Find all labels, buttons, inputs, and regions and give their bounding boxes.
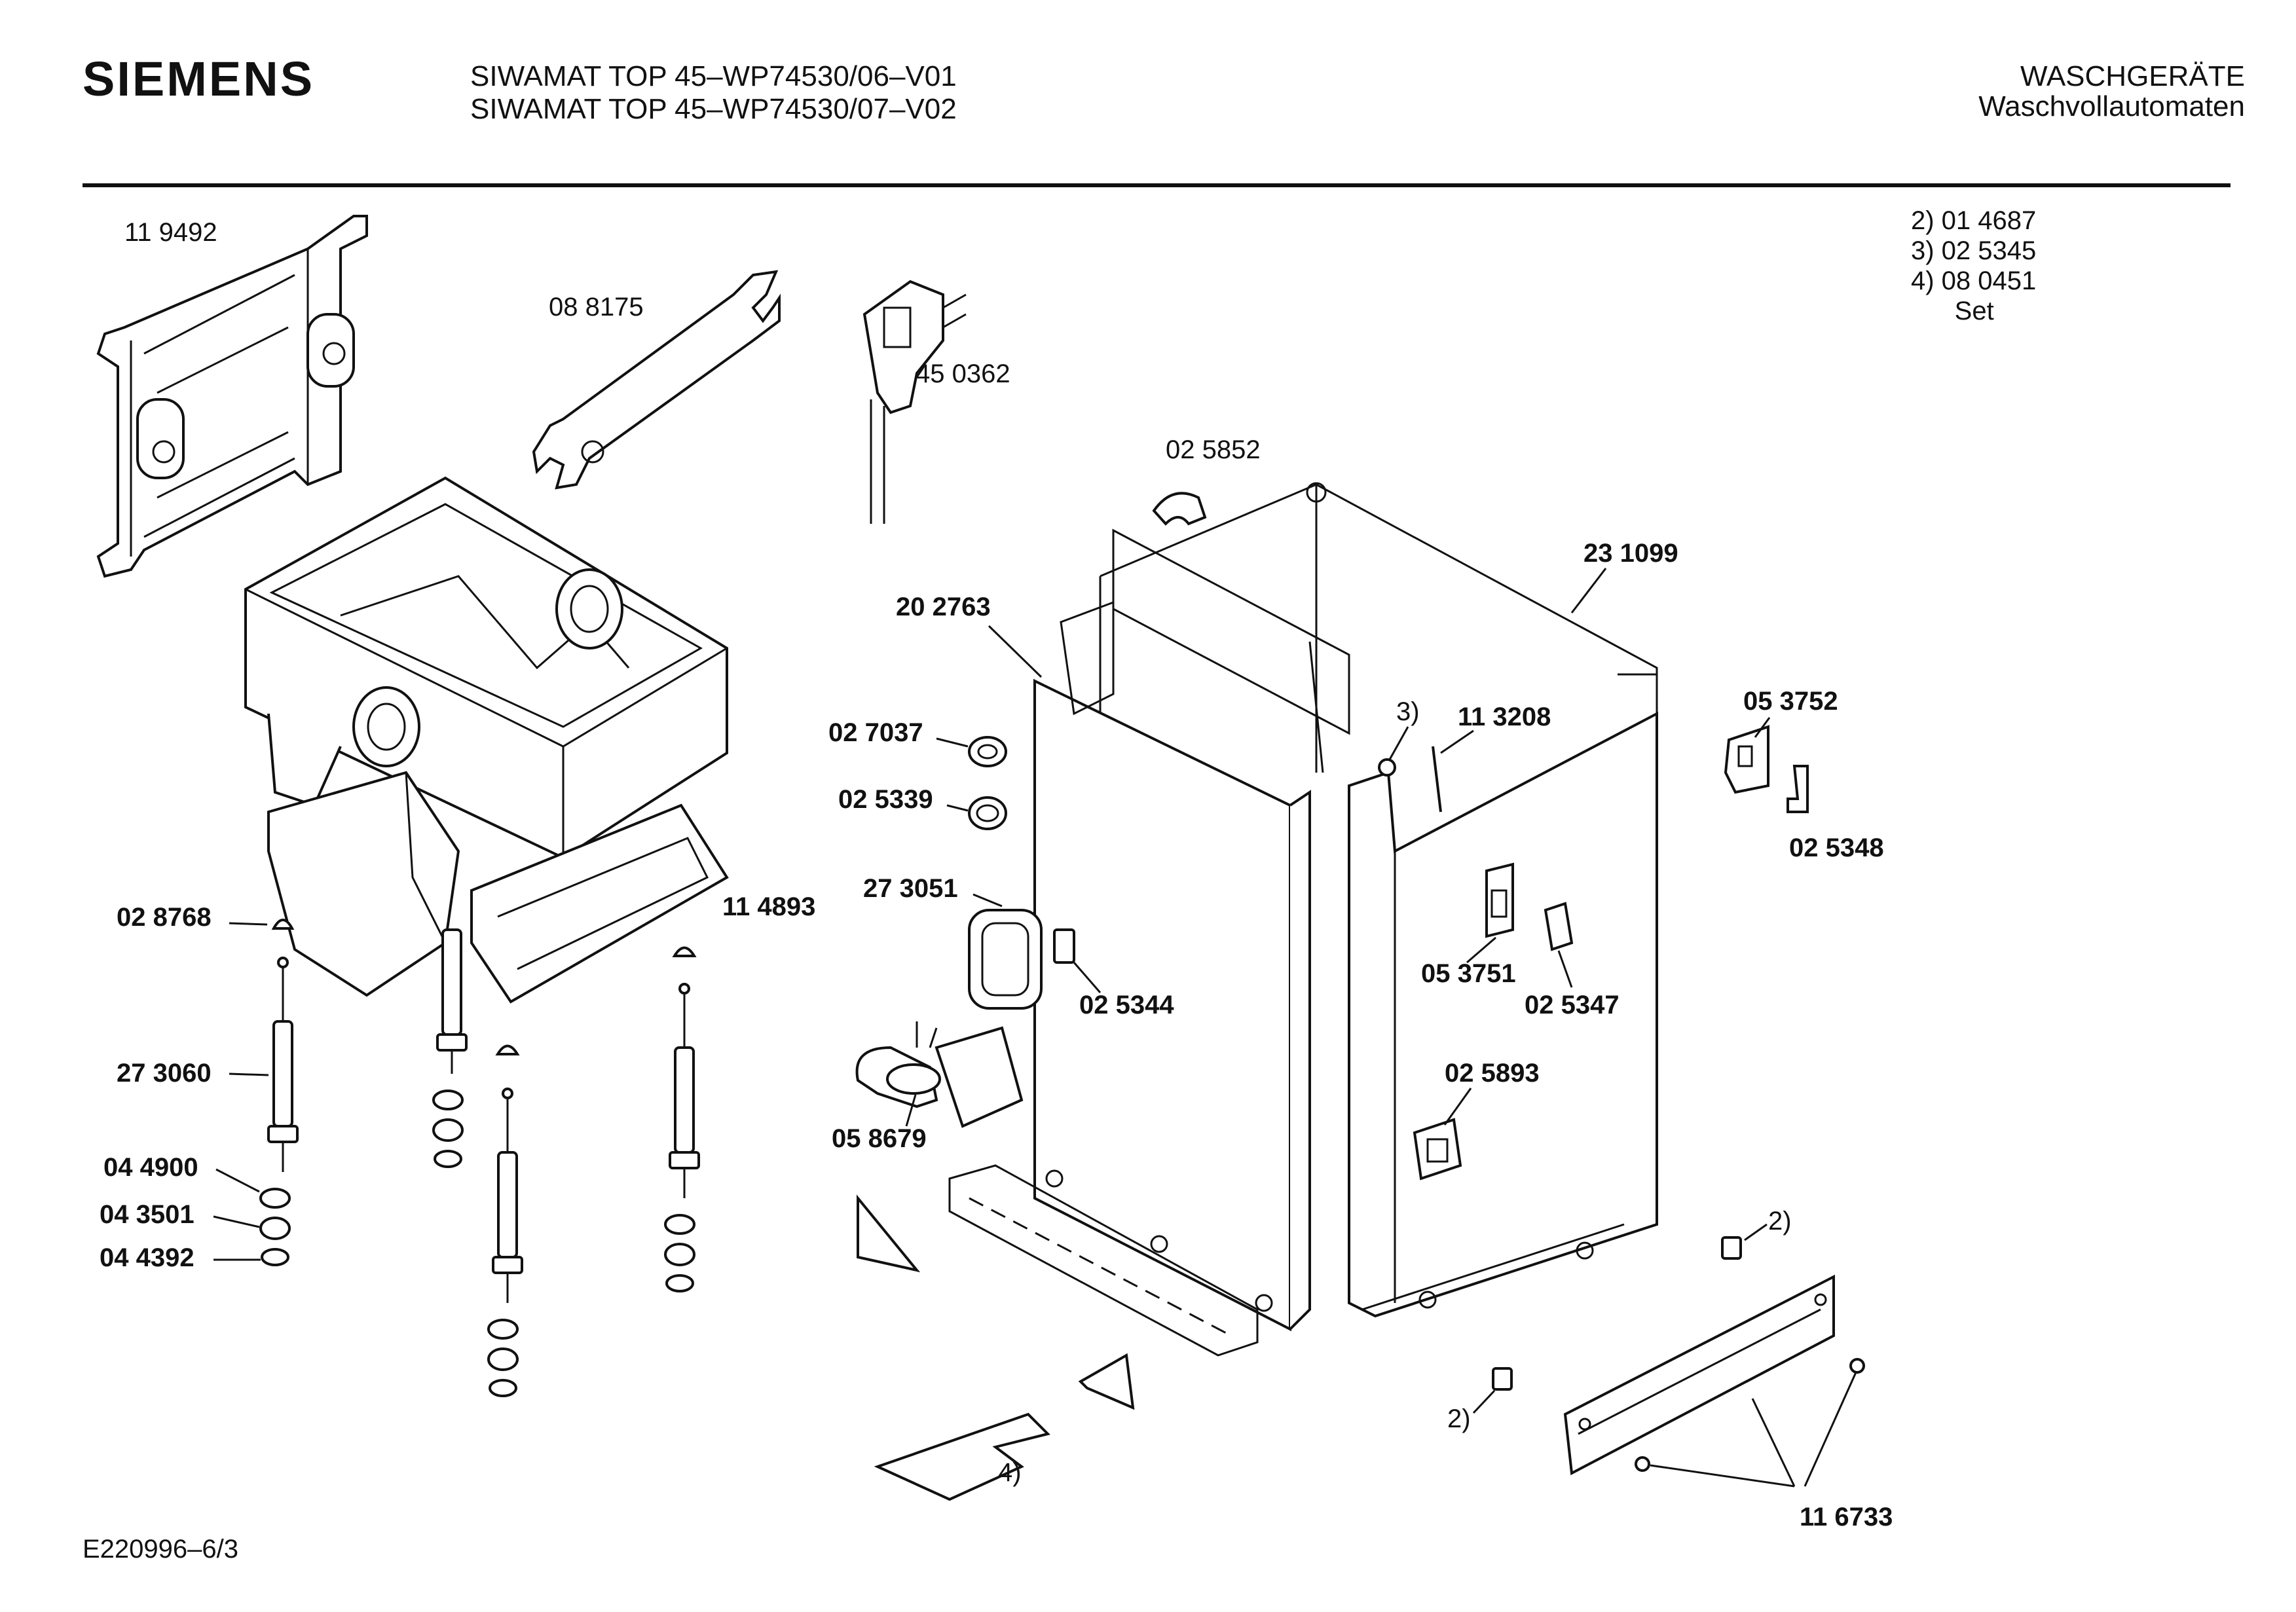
part-label: 02 5347 [1525,991,1620,1019]
wrench-part[interactable] [532,270,781,490]
part-label: 05 3751 [1421,959,1516,988]
part-label: 11 4893 [722,892,815,921]
part-label: 02 5852 [1166,435,1261,464]
part-label: 27 3051 [863,874,958,903]
part-label: 4) [998,1458,1022,1487]
part-label: 02 8768 [117,903,212,932]
part-label: 27 3060 [117,1059,212,1088]
handle-part[interactable] [968,909,1043,1010]
part-label: 08 8175 [549,293,644,321]
shock-absorber-part[interactable] [267,957,299,1172]
corner-bracket-part[interactable] [857,1194,921,1273]
document-code: E220996–6/3 [83,1535,239,1564]
part-label: 11 3208 [1458,703,1551,731]
power-plug-part[interactable] [862,280,967,524]
model-line-2: SIWAMAT TOP 45–WP74530/07–V02 [470,93,957,125]
clip-part[interactable] [1152,492,1207,526]
lock-part[interactable] [1413,1118,1462,1181]
screw-part[interactable] [1378,746,1442,813]
part-label: 11 6733 [1800,1503,1893,1531]
hinge-part[interactable] [1787,765,1809,813]
front-panel-part[interactable] [1033,600,1311,1332]
part-label: 02 5348 [1789,833,1884,862]
shock-absorber-part[interactable] [669,983,700,1198]
part-label: 02 5893 [1445,1059,1540,1088]
page-header: SIEMENS SIWAMAT TOP 45–WP74530/06–V01 SI… [0,0,2296,190]
detergent-housing-part[interactable] [244,476,729,1004]
washer-stack-part[interactable] [259,1090,695,1397]
part-label: 04 3501 [100,1200,194,1229]
cabinet-frame-part[interactable] [1099,482,1658,812]
category-subtitle: Waschvollautomaten [1978,90,2245,122]
part-label: 04 4900 [103,1153,198,1182]
model-line-1: SIWAMAT TOP 45–WP74530/06–V01 [470,60,957,92]
part-label: 2) [1447,1404,1471,1433]
corner-bracket-part[interactable] [1078,1353,1135,1410]
legend-line: 3) 02 5345 [1911,236,2037,265]
shock-absorber-part[interactable] [492,1088,523,1303]
part-label: 02 5339 [838,785,933,814]
plinth-panel-part[interactable] [1563,1274,1865,1476]
part-label: 2) [1768,1207,1792,1236]
part-label: 45 0362 [916,359,1010,388]
spring-clip-part[interactable] [1492,1236,1742,1391]
legend-line: Set [1911,297,1994,325]
cap-part[interactable] [271,919,697,1055]
set-legend: 2) 01 4687 3) 02 5345 4) 08 0451 Set [1911,206,2036,326]
base-frame-part[interactable] [948,1164,1625,1357]
part-label: 20 2763 [896,593,991,621]
cable-harness-part[interactable] [855,1021,1024,1128]
part-label: 05 3752 [1743,687,1838,716]
part-label: 05 8679 [832,1124,927,1153]
bracket-part[interactable] [1544,902,1574,951]
siemens-logo: SIEMENS [83,52,315,106]
latch-part[interactable] [1724,725,1769,794]
shock-absorber-part[interactable] [436,928,468,1074]
bracket-part[interactable] [1053,928,1075,964]
mounting-frame-part[interactable] [96,215,368,578]
part-label: 11 9492 [124,218,217,247]
part-label: 02 5344 [1079,991,1174,1019]
part-label: 02 7037 [828,718,923,747]
seal-part[interactable] [968,796,1007,830]
part-label: 3) [1396,697,1420,726]
door-lock-part[interactable] [1485,862,1514,938]
mounting-plate-part[interactable] [874,1412,1050,1501]
part-label: 04 4392 [100,1243,194,1272]
legend-line: 2) 01 4687 [1911,206,2037,235]
category-title: WASCHGERÄTE [2020,60,2245,92]
header-divider [83,183,2231,187]
part-label: 23 1099 [1583,539,1678,568]
legend-line: 4) 08 0451 [1911,266,2037,295]
bushing-part[interactable] [968,736,1007,767]
